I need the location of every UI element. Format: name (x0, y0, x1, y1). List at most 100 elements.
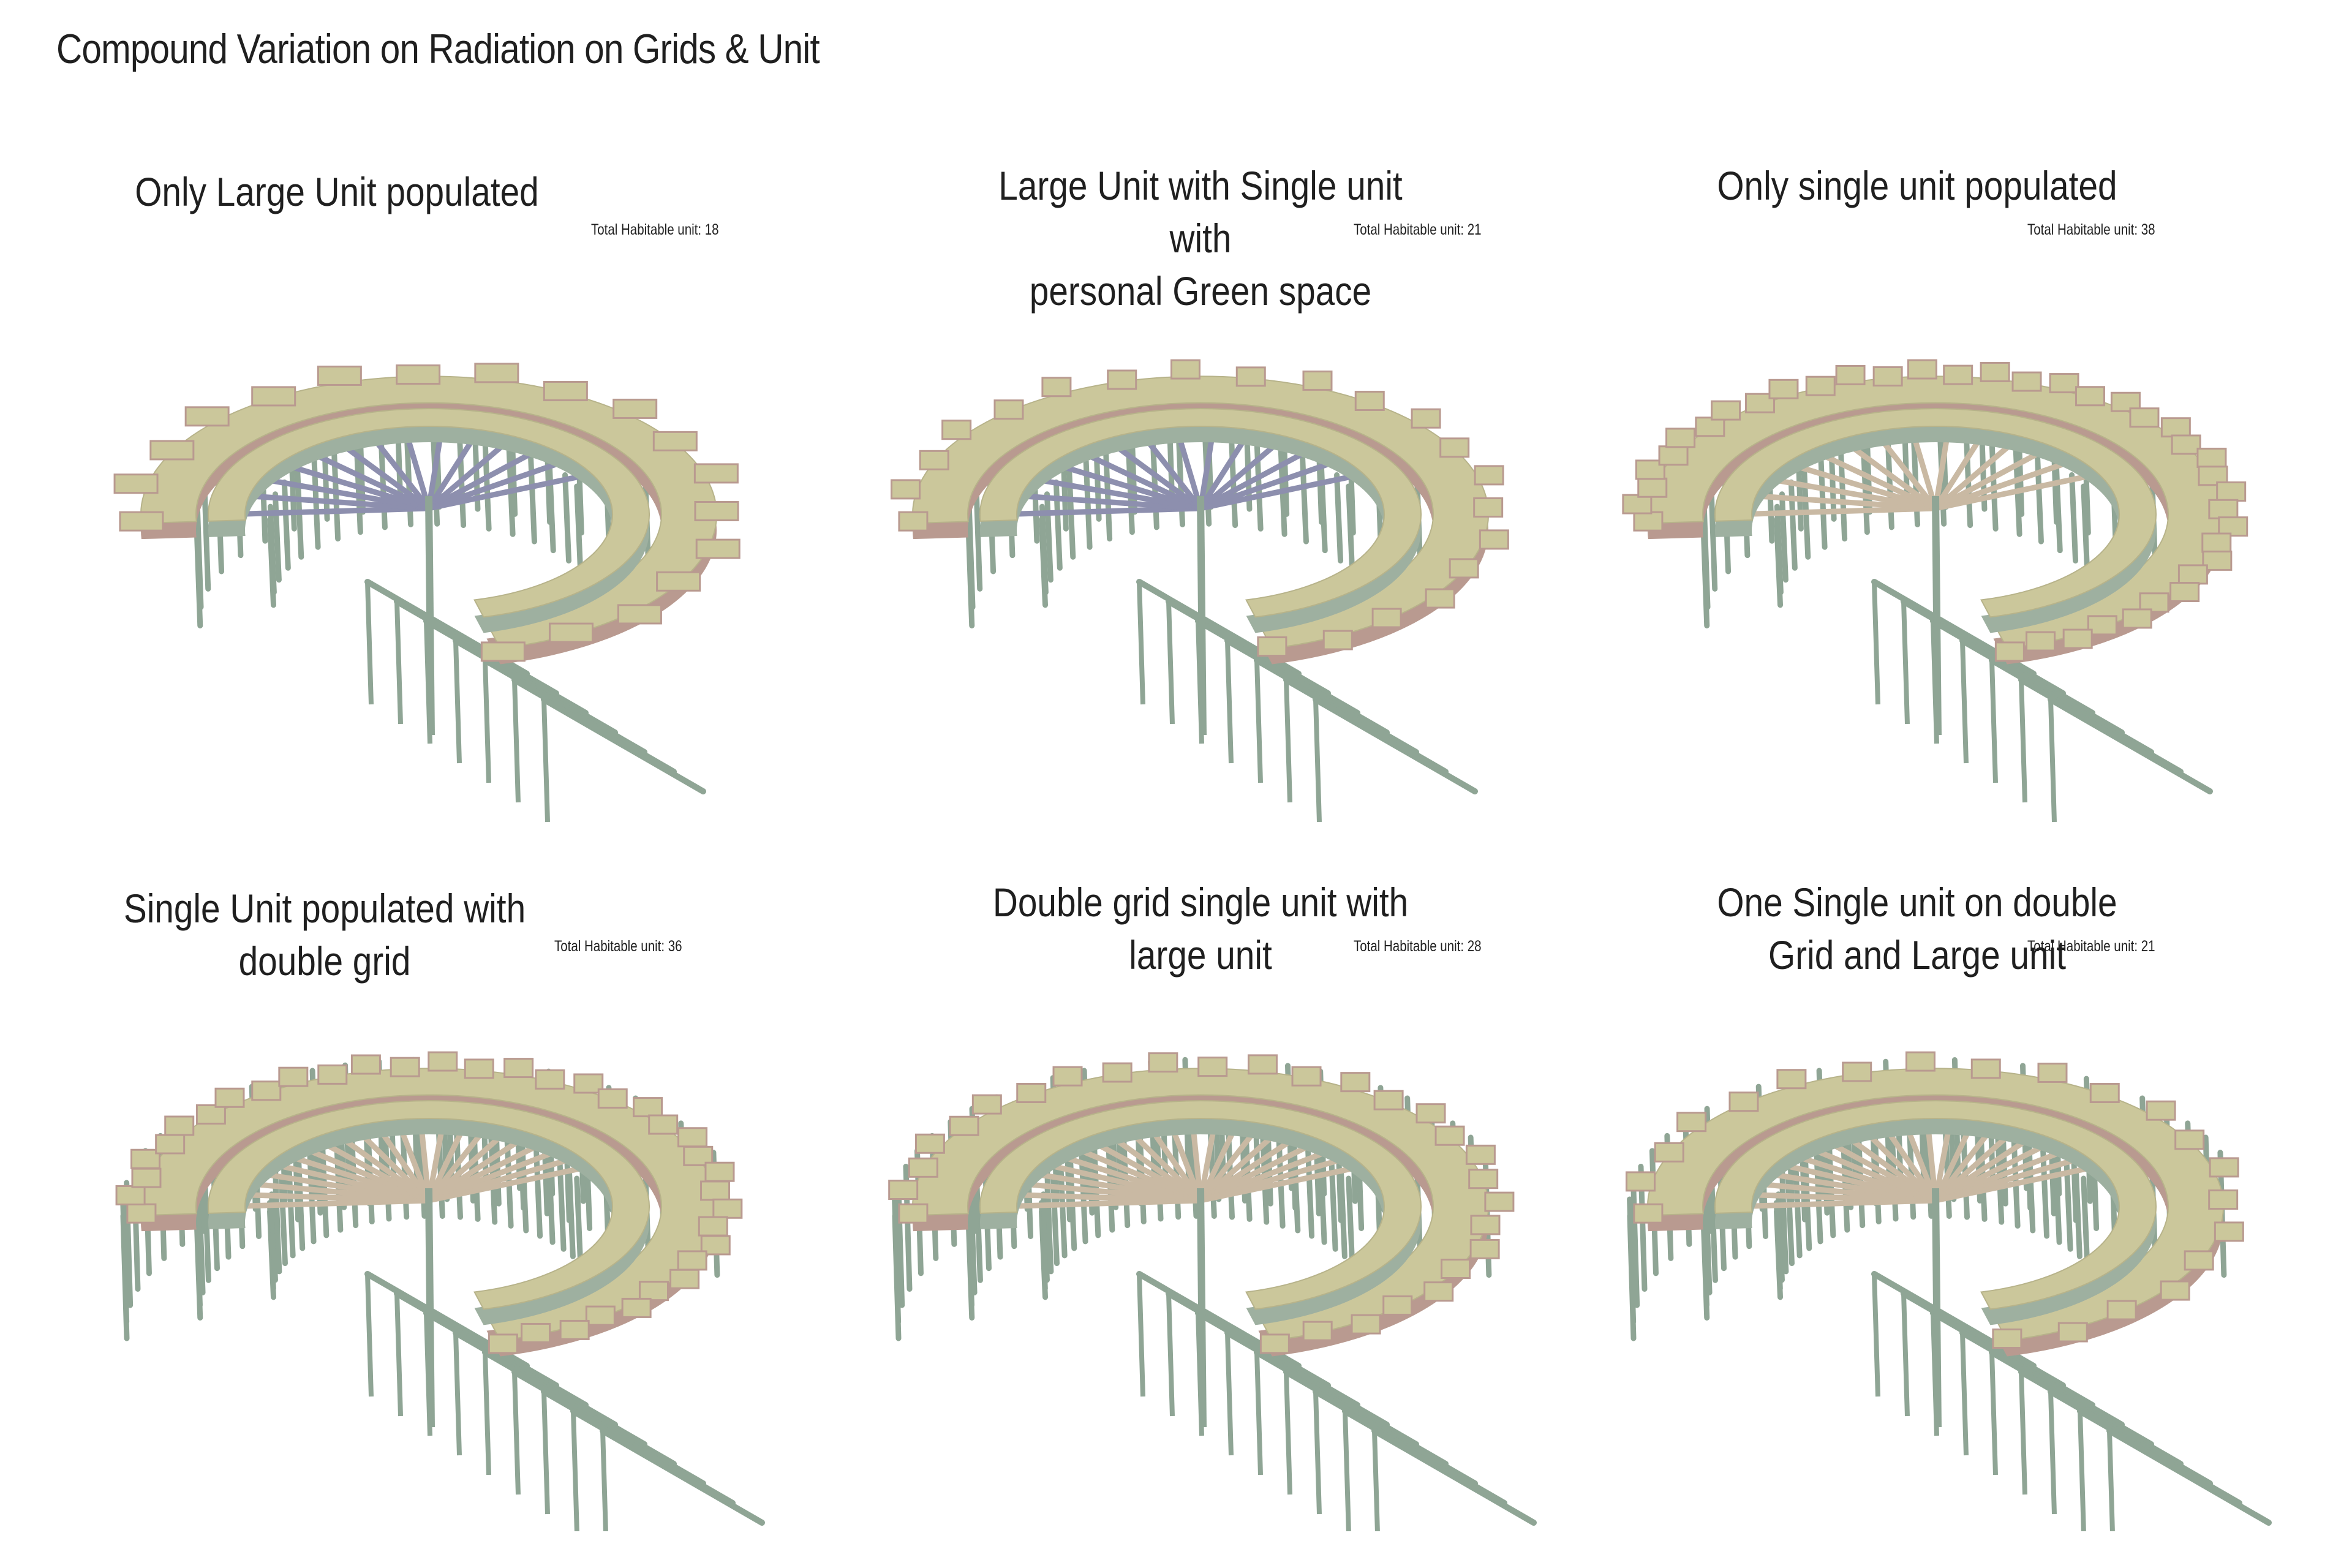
column (1960, 640, 1969, 764)
column (1372, 1430, 1380, 1531)
habitable-unit-count: Total Habitable unit: 36 (554, 938, 682, 955)
habitable-unit (2075, 386, 2106, 407)
radial-beam (998, 505, 1201, 518)
habitable-unit (1102, 1062, 1133, 1083)
grid-beam (1313, 696, 1478, 794)
column (1103, 450, 1113, 542)
variation-panel: One Single unit on double Grid and Large… (1556, 851, 2315, 1562)
habitable-unit (119, 511, 164, 532)
habitable-unit (1322, 630, 1353, 650)
habitable-unit (2049, 373, 2079, 394)
column (1313, 1391, 1322, 1515)
habitable-unit (559, 1319, 590, 1340)
habitable-unit (1469, 1238, 1500, 1259)
column (281, 479, 291, 571)
radial-beam (1002, 492, 1201, 511)
column (1058, 1167, 1068, 1259)
habitable-unit (1905, 1051, 1936, 1072)
habitable-unit (1711, 400, 1741, 421)
habitable-unit (1197, 1057, 1228, 1077)
unit-decks (888, 1052, 1515, 1357)
habitable-unit (2177, 564, 2208, 585)
habitable-unit (396, 364, 441, 385)
column (2034, 453, 2044, 545)
habitable-unit (993, 399, 1024, 420)
column (394, 601, 403, 725)
column (1329, 1160, 1338, 1252)
habitable-unit (1842, 1061, 1872, 1082)
habitable-unit (535, 1069, 565, 1090)
habitable-unit (656, 571, 701, 592)
column (546, 1153, 556, 1245)
habitable-unit (704, 1161, 735, 1182)
habitable-unit (113, 473, 159, 494)
habitable-unit (126, 1203, 157, 1224)
column (892, 1196, 902, 1325)
column (286, 1167, 296, 1259)
habitable-unit (164, 1115, 195, 1136)
column (1630, 1180, 1640, 1308)
habitable-unit (2160, 1280, 2190, 1301)
habitable-unit (1340, 1072, 1371, 1093)
column (965, 1198, 974, 1308)
column (1166, 1293, 1175, 1417)
habitable-unit (1622, 494, 1653, 514)
habitable-unit (695, 538, 741, 559)
panel-title: Only single unit populated (1717, 163, 2117, 208)
habitable-unit (669, 1268, 700, 1289)
habitable-unit (1633, 511, 1664, 532)
habitable-unit (1654, 1142, 1684, 1163)
column (2026, 1142, 2036, 1234)
habitable-unit (1291, 1066, 1322, 1087)
variation-panel: Large Unit with Single unit with persona… (821, 135, 1580, 845)
column (2073, 1167, 2082, 1259)
habitable-unit (317, 1064, 348, 1085)
column (2048, 699, 2057, 823)
habitable-unit (251, 386, 296, 407)
habitable-unit (1635, 459, 1665, 480)
habitable-unit (1041, 377, 1072, 398)
column (895, 1180, 905, 1308)
column (1774, 503, 1784, 595)
column (1343, 1411, 1351, 1531)
habitable-unit (585, 1305, 616, 1326)
habitable-unit (1170, 359, 1200, 380)
column (2078, 1411, 2086, 1531)
column (574, 1175, 584, 1267)
habitable-unit (1425, 588, 1455, 609)
column (512, 1371, 521, 1495)
habitable-unit (1373, 1090, 1404, 1110)
deck-top (208, 1100, 650, 1310)
habitable-unit (1625, 1171, 1656, 1192)
habitable-unit (1107, 369, 1137, 390)
column (1318, 462, 1328, 554)
column (519, 1142, 529, 1234)
column (2052, 1153, 2062, 1245)
habitable-unit (2169, 582, 2200, 603)
habitable-unit (278, 1066, 309, 1087)
column (1838, 450, 1848, 542)
axonometric-drawing (1625, 1051, 2272, 1531)
column (1284, 679, 1292, 803)
habitable-unit (1302, 1321, 1333, 1341)
habitable-unit (971, 1094, 1002, 1115)
column (1627, 1196, 1637, 1325)
column (1338, 1167, 1348, 1259)
habitable-unit (2216, 481, 2247, 502)
column (1040, 1191, 1050, 1283)
habitable-unit (1148, 1052, 1178, 1073)
habitable-unit (898, 1203, 929, 1224)
column (1137, 581, 1145, 705)
unit-decks (113, 363, 741, 665)
habitable-unit (677, 1127, 708, 1148)
radial-beam (1737, 492, 1936, 511)
habitable-unit (1676, 1112, 1707, 1133)
habitable-unit (1354, 390, 1385, 411)
habitable-unit-count: Total Habitable unit: 21 (2027, 938, 2155, 955)
column (1960, 1332, 1969, 1456)
habitable-unit (2026, 631, 2056, 652)
column (365, 581, 374, 705)
habitable-unit (1257, 636, 1287, 657)
